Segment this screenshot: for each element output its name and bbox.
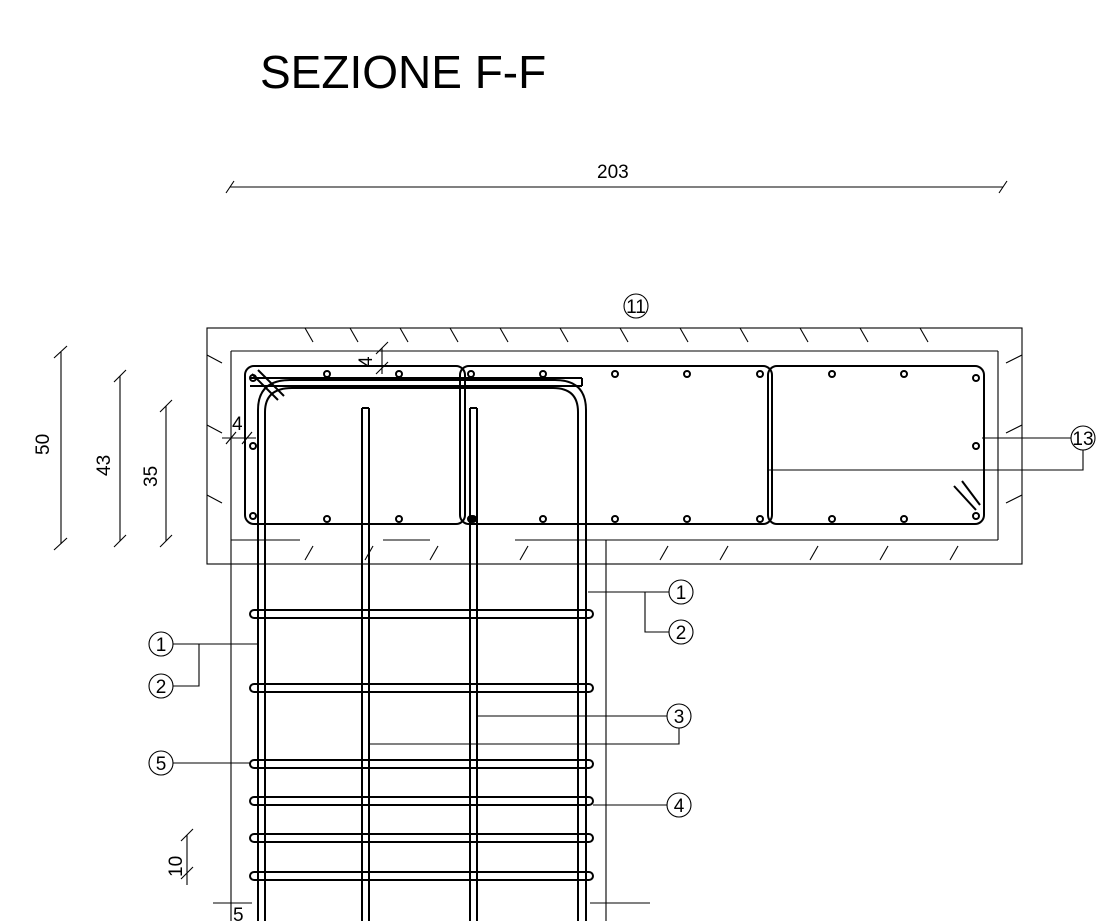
spacing-label: 10	[166, 856, 187, 877]
slab-outline	[206, 327, 1023, 565]
bottom-dimension-label: 5	[233, 905, 244, 921]
stirrup-spacing-dimension: 10 5	[166, 828, 244, 921]
height-label-50: 50	[33, 434, 54, 455]
height-dimension-50: 50	[33, 345, 68, 551]
concrete-hatching	[206, 327, 1023, 561]
overall-width-label: 203	[597, 162, 629, 183]
mark-11: 11	[623, 293, 649, 319]
mark-4: 4	[593, 792, 692, 818]
column-reinforcement	[257, 379, 587, 921]
height-dimension-35: 35	[141, 399, 173, 548]
mark-11-label: 11	[626, 297, 646, 318]
mark-1-left-label: 1	[156, 635, 167, 656]
mark-2-left-label: 2	[156, 677, 167, 698]
mark-1-right-label: 1	[676, 583, 687, 604]
height-label-35: 35	[141, 466, 162, 487]
mark-1-left: 1	[148, 631, 258, 657]
overall-width-dimension: 203	[225, 162, 1008, 194]
mark-3-label: 3	[674, 707, 685, 728]
column-ties	[249, 609, 594, 881]
mark-5-label: 5	[156, 754, 167, 775]
mark-3: 3	[369, 703, 692, 745]
longitudinal-bars	[249, 370, 980, 523]
mark-1-right: 1	[588, 579, 694, 605]
cover-dimension-top: 4	[356, 341, 389, 375]
slab-stirrups	[244, 365, 985, 525]
cover-dimension-side: 4	[222, 414, 256, 445]
mark-5: 5	[148, 750, 250, 776]
mark-4-label: 4	[674, 796, 685, 817]
mark-2-left: 2	[148, 644, 200, 699]
column-outline	[213, 540, 650, 921]
cover-label-side: 4	[232, 414, 243, 435]
mark-2-right: 2	[644, 592, 694, 645]
height-label-43: 43	[94, 455, 115, 476]
mark-13-label: 13	[1072, 429, 1093, 450]
mark-2-right-label: 2	[676, 623, 687, 644]
mark-13: 13	[769, 425, 1096, 471]
height-dimension-43: 43	[94, 369, 127, 548]
cover-label-top: 4	[356, 356, 377, 367]
section-title: SEZIONE F-F	[260, 46, 546, 98]
